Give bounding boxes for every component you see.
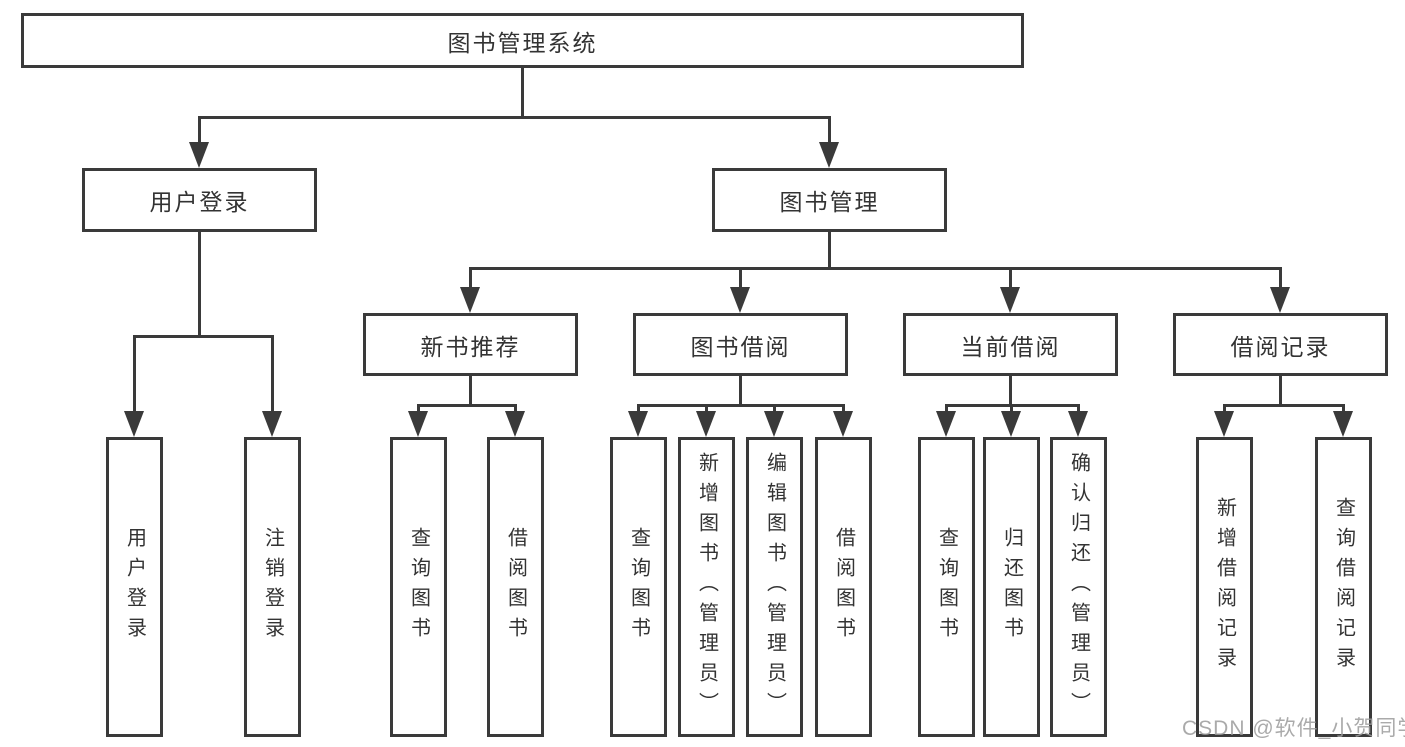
connector-line <box>827 117 831 146</box>
connector-line <box>827 231 831 269</box>
leaf-current-confirm-return: 确认归还（管理员） <box>1050 437 1107 737</box>
node-new-book-recommend: 新书推荐 <box>363 313 578 376</box>
node-book-borrowing: 图书借阅 <box>633 313 848 376</box>
leaf-label: 借阅图书 <box>504 527 527 647</box>
connector-line <box>270 336 274 414</box>
arrowhead-icon <box>408 411 428 437</box>
arrowhead-icon <box>730 287 750 313</box>
arrowhead-icon <box>833 411 853 437</box>
connector-line <box>636 403 845 407</box>
leaf-current-return-books: 归还图书 <box>983 437 1040 737</box>
connector-line <box>468 375 472 407</box>
leaf-borrowing-edit-books: 编辑图书（管理员） <box>746 437 803 737</box>
leaf-label: 注销登录 <box>261 527 284 647</box>
node-label: 图书管理 <box>779 189 880 215</box>
arrowhead-icon <box>696 411 716 437</box>
node-user-login: 用户登录 <box>82 168 317 232</box>
leaf-logout: 注销登录 <box>244 437 301 737</box>
leaf-label: 编辑图书（管理员） <box>763 452 786 722</box>
leaf-recommend-query-books: 查询图书 <box>390 437 447 737</box>
arrowhead-icon <box>1000 287 1020 313</box>
node-label: 当前借阅 <box>960 333 1061 360</box>
connector-line <box>1278 375 1282 407</box>
connector-line <box>738 268 742 290</box>
connector-line <box>1222 405 1226 414</box>
leaf-recommend-borrow-books: 借阅图书 <box>487 437 544 737</box>
csdn-watermark: CSDN @软件_小贺同学 <box>1182 717 1405 740</box>
leaf-records-query-record: 查询借阅记录 <box>1315 437 1372 737</box>
leaf-borrowing-add-books: 新增图书（管理员） <box>678 437 735 737</box>
node-book-management: 图书管理 <box>712 168 947 232</box>
connector-line <box>1222 403 1345 407</box>
connector-line <box>468 266 1282 270</box>
node-current-borrowing: 当前借阅 <box>903 313 1118 376</box>
node-label: 借阅记录 <box>1230 333 1331 360</box>
connector-line <box>636 405 640 414</box>
connector-line <box>197 231 201 337</box>
connector-line <box>944 403 1080 407</box>
arrowhead-icon <box>819 142 839 168</box>
node-label: 图书借阅 <box>690 333 791 360</box>
leaf-borrowing-query-books: 查询图书 <box>610 437 667 737</box>
connector-line <box>772 405 776 414</box>
arrowhead-icon <box>1214 411 1234 437</box>
arrowhead-icon <box>936 411 956 437</box>
leaf-label: 用户登录 <box>123 527 146 647</box>
arrowhead-icon <box>1270 287 1290 313</box>
connector-line <box>132 334 274 338</box>
leaf-label: 借阅图书 <box>832 527 855 647</box>
connector-line <box>704 405 708 414</box>
connector-line <box>520 68 524 117</box>
node-library-system: 图书管理系统 <box>21 13 1024 68</box>
arrowhead-icon <box>505 411 525 437</box>
node-label: 用户登录 <box>149 189 250 215</box>
connector-line <box>1008 375 1012 407</box>
connector-line <box>197 115 831 119</box>
connector-line <box>1341 405 1345 414</box>
leaf-records-add-record: 新增借阅记录 <box>1196 437 1253 737</box>
leaf-label: 查询借阅记录 <box>1332 497 1355 677</box>
arrowhead-icon <box>628 411 648 437</box>
leaf-borrowing-borrow-books: 借阅图书 <box>815 437 872 737</box>
leaf-label: 归还图书 <box>1000 527 1023 647</box>
leaf-label: 新增图书（管理员） <box>695 452 718 722</box>
connector-line <box>1009 405 1013 414</box>
leaf-label: 新增借阅记录 <box>1213 497 1236 677</box>
leaf-label: 查询图书 <box>627 527 650 647</box>
arrowhead-icon <box>262 411 282 437</box>
arrowhead-icon <box>764 411 784 437</box>
connector-line <box>197 117 201 146</box>
connector-line <box>513 405 517 414</box>
node-label: 图书管理系统 <box>447 29 598 56</box>
node-label: 新书推荐 <box>420 333 521 360</box>
arrowhead-icon <box>1001 411 1021 437</box>
leaf-current-query-books: 查询图书 <box>918 437 975 737</box>
connector-line <box>738 375 742 407</box>
connector-line <box>468 268 472 290</box>
connector-line <box>416 403 517 407</box>
arrowhead-icon <box>1068 411 1088 437</box>
leaf-label: 查询图书 <box>935 527 958 647</box>
arrowhead-icon <box>189 142 209 168</box>
connector-line <box>841 405 845 414</box>
connector-line <box>1278 268 1282 290</box>
connector-line <box>1008 268 1012 290</box>
arrowhead-icon <box>1333 411 1353 437</box>
leaf-label: 查询图书 <box>407 527 430 647</box>
arrowhead-icon <box>124 411 144 437</box>
connector-line <box>1076 405 1080 414</box>
leaf-label: 确认归还（管理员） <box>1067 452 1090 722</box>
connector-line <box>416 405 420 414</box>
node-borrowing-records: 借阅记录 <box>1173 313 1388 376</box>
leaf-user-login: 用户登录 <box>106 437 163 737</box>
connector-line <box>944 405 948 414</box>
arrowhead-icon <box>460 287 480 313</box>
connector-line <box>132 336 136 414</box>
